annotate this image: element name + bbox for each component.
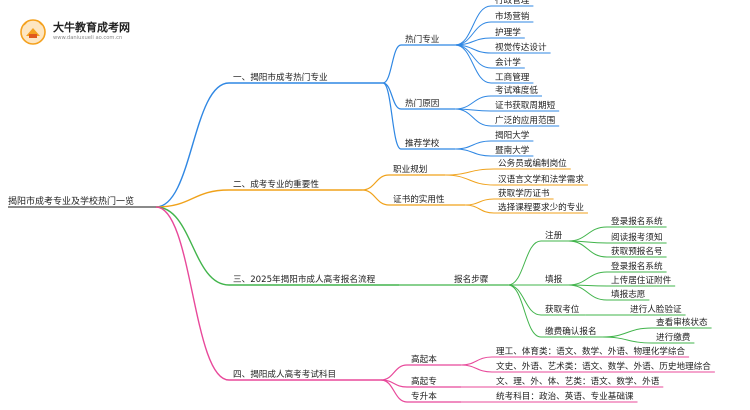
step-item[interactable]: 进行人脸验证 xyxy=(630,303,682,315)
branch-topic[interactable]: 三、2025年揭阳市成人高考报名流程 xyxy=(233,273,376,285)
leaf-item[interactable]: 揭阳大学 xyxy=(495,129,530,141)
root-topic[interactable]: 揭阳市成考专业及学校热门一览 xyxy=(8,195,134,207)
subtopic[interactable]: 专升本 xyxy=(411,390,437,402)
branch-topic[interactable]: 二、成考专业的重要性 xyxy=(233,178,319,190)
leaf-connector xyxy=(464,198,495,206)
subtopic[interactable]: 热门专业 xyxy=(405,33,440,45)
leaf-item[interactable]: 获取学历证书 xyxy=(498,187,550,199)
step-item[interactable]: 上传居住证附件 xyxy=(611,274,672,286)
leaf-item[interactable]: 会计学 xyxy=(495,56,521,68)
leaf-item[interactable]: 市场营销 xyxy=(495,10,530,22)
subtopic-connector xyxy=(382,82,402,150)
leaf-item[interactable]: 理工、体育类：语文、数学、外语、物理化学综合 xyxy=(496,345,685,357)
step-item[interactable]: 登录报名系统 xyxy=(611,215,663,227)
leaf-connector xyxy=(460,356,493,366)
subtopic[interactable]: 推荐学校 xyxy=(405,137,440,149)
subtopic-connector xyxy=(380,379,408,403)
leaf-item[interactable]: 证书获取周期短 xyxy=(495,99,556,111)
leaf-connector xyxy=(444,168,495,176)
subtopic-connector xyxy=(382,44,402,84)
branch-topic[interactable]: 一、揭阳市成考热门专业 xyxy=(233,71,328,83)
logo-title: 大牛教育成考网 xyxy=(53,21,130,34)
step-topic[interactable]: 缴费确认报名 xyxy=(545,325,597,337)
step-item-connector xyxy=(568,240,608,258)
leaf-connector xyxy=(444,174,495,186)
leaf-item[interactable]: 护理学 xyxy=(495,26,521,38)
subtopic-connector xyxy=(380,364,408,381)
leaf-item[interactable]: 选择课程要求少的专业 xyxy=(498,201,584,213)
step-topic[interactable]: 填报 xyxy=(545,273,563,285)
subtopic[interactable]: 报名步骤 xyxy=(454,273,489,285)
branch-connector xyxy=(155,206,230,381)
logo-url: www.daniuxueli ao.com.cn xyxy=(53,35,123,41)
leaf-item[interactable]: 视觉传达设计 xyxy=(495,41,547,53)
step-item-connector xyxy=(568,271,608,286)
leaf-item[interactable]: 工商管理 xyxy=(495,71,530,83)
site-logo[interactable]: 大牛教育成考网 www.daniuxueli ao.com.cn xyxy=(16,17,146,47)
step-item[interactable]: 查看审核状态 xyxy=(656,316,708,328)
leaf-connector xyxy=(454,95,492,110)
leaf-connector xyxy=(464,204,495,214)
step-connector xyxy=(507,284,542,338)
leaf-item[interactable]: 统考科目：政治、英语、专业基础课 xyxy=(496,390,634,402)
step-topic[interactable]: 注册 xyxy=(545,229,563,241)
step-topic[interactable]: 获取考位 xyxy=(545,303,580,315)
leaf-item[interactable]: 汉语言文学和法学需求 xyxy=(498,173,584,185)
step-item[interactable]: 登录报名系统 xyxy=(611,260,663,272)
leaf-item[interactable]: 暨南大学 xyxy=(495,144,530,156)
leaf-item[interactable]: 文史、外语、艺术类：语文、数学、外语、历史地理综合 xyxy=(496,360,711,372)
step-connector xyxy=(507,240,542,286)
branch-topic[interactable]: 四、揭阳成人高考考试科目 xyxy=(233,368,336,380)
leaf-item[interactable]: 广泛的应用范围 xyxy=(495,114,555,126)
leaf-connector xyxy=(454,44,492,84)
branch-connector xyxy=(155,189,230,208)
leaf-connector xyxy=(454,108,492,127)
branch-connector xyxy=(155,206,230,286)
subtopic[interactable]: 证书的实用性 xyxy=(393,193,445,205)
step-item[interactable]: 获取预报名号 xyxy=(611,245,663,257)
subtopic[interactable]: 职业规划 xyxy=(393,163,427,175)
subtopic[interactable]: 高起本 xyxy=(411,353,437,365)
leaf-item[interactable]: 公务员或编制岗位 xyxy=(498,157,567,169)
leaf-connector xyxy=(454,140,492,150)
leaf-connector xyxy=(460,364,493,373)
leaf-item[interactable]: 文、理、外、体、艺类：语文、数学、外语 xyxy=(496,375,660,387)
branch-connector xyxy=(155,82,230,208)
step-item-connector xyxy=(568,226,608,242)
leaf-connector xyxy=(454,5,492,46)
subtopic[interactable]: 高起专 xyxy=(411,375,437,387)
book-badge-icon xyxy=(20,19,46,45)
leaf-item[interactable]: 考试难度低 xyxy=(495,84,538,96)
subtopic[interactable]: 热门原因 xyxy=(405,97,439,109)
step-item[interactable]: 填报志愿 xyxy=(611,288,646,300)
step-item[interactable]: 进行缴费 xyxy=(656,331,691,343)
subtopic-connector xyxy=(382,82,402,110)
leaf-item[interactable]: 行政管理 xyxy=(495,0,530,6)
leaf-connector xyxy=(454,148,492,157)
subtopic-connector xyxy=(361,174,390,191)
step-item-connector xyxy=(602,336,653,344)
step-item-connector xyxy=(602,327,653,338)
step-item-connector xyxy=(568,284,608,301)
step-item[interactable]: 阅读报考须知 xyxy=(611,231,663,243)
subtopic-connector xyxy=(361,189,390,206)
